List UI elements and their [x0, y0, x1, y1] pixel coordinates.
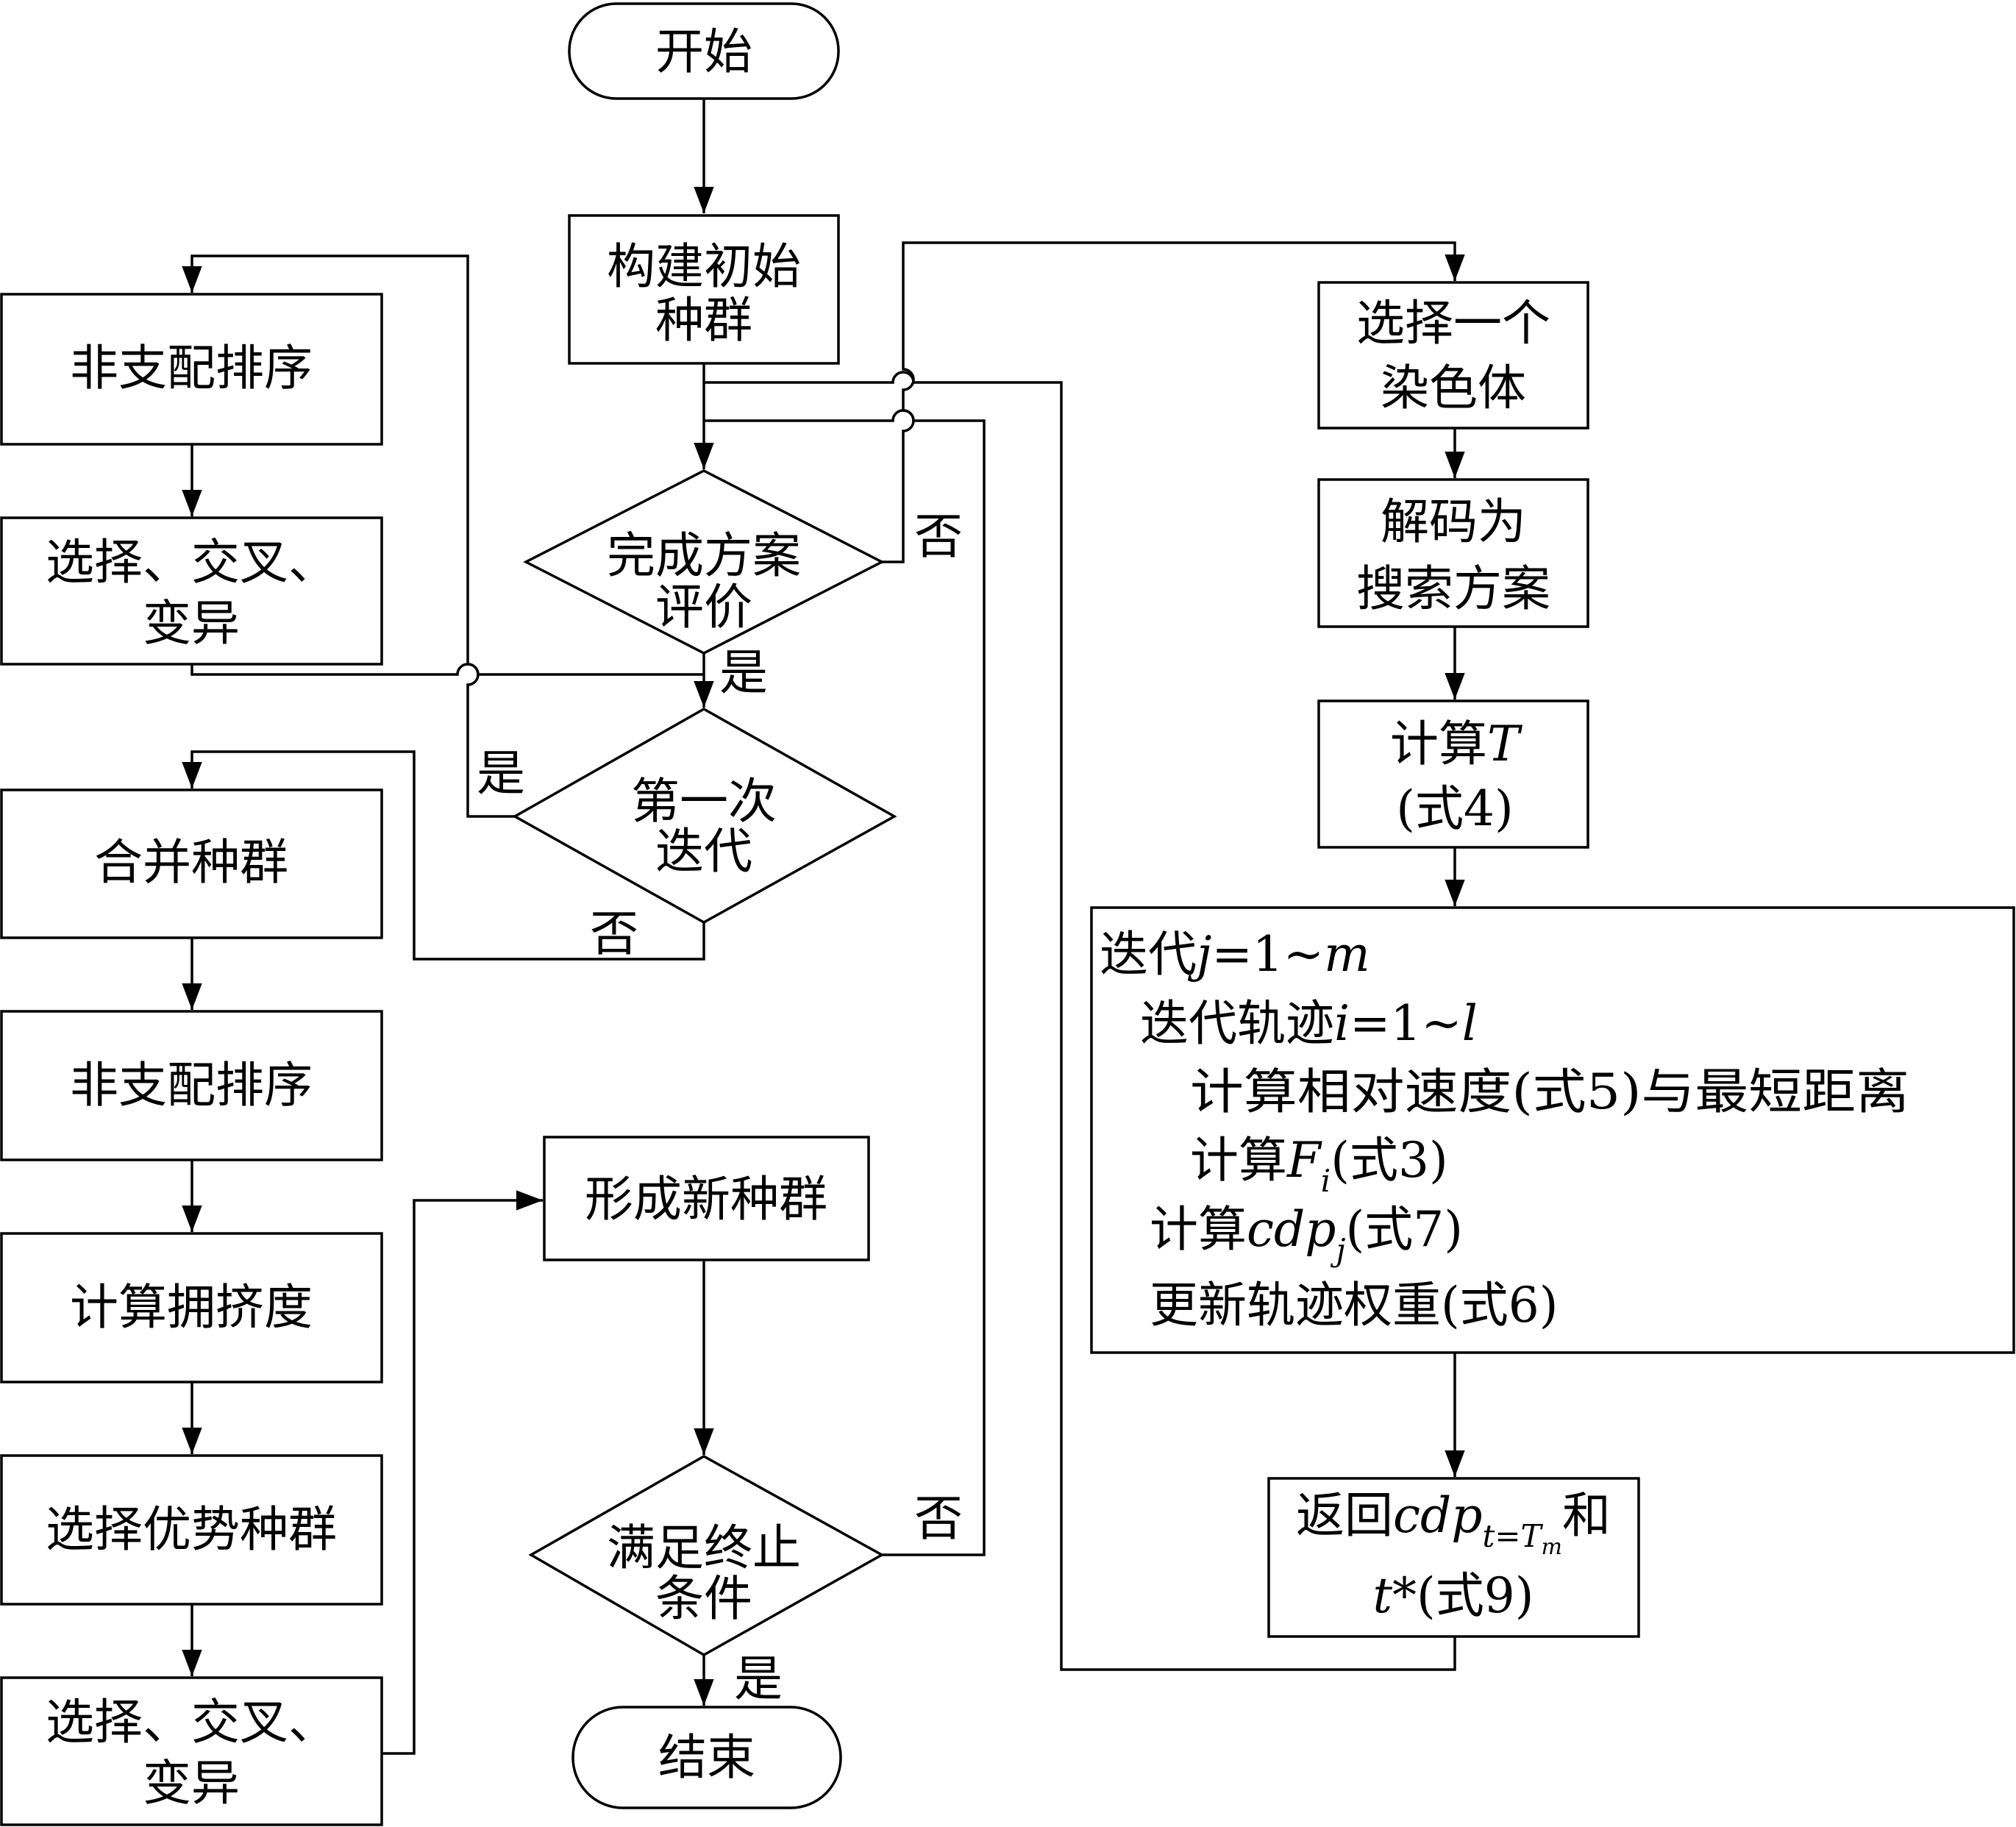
sort-1-node: 非支配排序 [0, 293, 383, 446]
edge-term-no-loop [704, 409, 986, 1556]
iter-l5-rest: (式7) [1346, 1201, 1464, 1258]
sort-2-node: 非支配排序 [0, 1010, 383, 1161]
start-label: 开始 [655, 24, 752, 80]
iter-line-6: 更新轨迹权重(式6) [1150, 1277, 1559, 1333]
first-iter-line1: 第一次 [631, 773, 777, 830]
return-subsub: m [1542, 1534, 1562, 1560]
ga-ops-1-line2: 变异 [143, 595, 240, 652]
ga-ops-2-line1: 选择、交叉、 [46, 1694, 337, 1751]
iter-l5-prefix: 计算 [1150, 1201, 1247, 1258]
merge-pop-label: 合并种群 [94, 834, 288, 891]
edge-labels: 否 是 是 否 否 是 [477, 508, 963, 1707]
select-dominant-label: 选择优势种群 [46, 1501, 337, 1558]
term-no-label: 否 [914, 1490, 963, 1547]
select-chromosome-node: 选择一个 染色体 [1317, 281, 1589, 430]
return-var: cdp [1393, 1487, 1482, 1544]
start-node: 开始 [568, 2, 840, 100]
edge-eval-no [882, 241, 1465, 563]
decode-node: 解码为 搜索方案 [1317, 478, 1589, 628]
new-pop-label: 形成新种群 [585, 1171, 827, 1228]
return-sub: t=T [1482, 1518, 1543, 1554]
eval-no-label: 否 [914, 508, 963, 565]
iter-line-3: 计算相对速度(式5)与最短距离 [1190, 1064, 1909, 1120]
iter-l1-rest: =1~ [1211, 926, 1324, 983]
sort-1-label: 非支配排序 [70, 340, 313, 396]
first-yes-label: 是 [477, 745, 525, 802]
calc-T-node: 计算T (式4) [1317, 699, 1589, 849]
edge-ga1-to-main [190, 663, 704, 676]
calc-T-line1: 计算T [1390, 716, 1523, 772]
select-chromosome-line1: 选择一个 [1356, 295, 1550, 352]
end-node: 结束 [571, 1706, 842, 1809]
iter-l4-var: F [1286, 1132, 1322, 1189]
iter-line-2: 迭代轨迹i=1~l [1140, 995, 1478, 1052]
decode-line1: 解码为 [1381, 494, 1526, 550]
iter-l4-sub: i [1321, 1163, 1331, 1199]
init-pop-node: 构建初始 种群 [568, 214, 840, 365]
init-pop-line2: 种群 [655, 292, 752, 349]
termination-decision: 满足终止 条件 [528, 1454, 885, 1657]
iteration-block: 迭代j=1~m 迭代轨迹i=1~l 计算相对速度(式5)与最短距离 计算Fi(式… [1090, 906, 2015, 1354]
term-line2: 条件 [655, 1570, 752, 1627]
iter-l4-rest: (式3) [1331, 1132, 1448, 1189]
iter-l5-var: cdp [1247, 1201, 1336, 1258]
eval-line1: 完成方案 [607, 527, 801, 584]
ga-ops-2-node: 选择、交叉、 变异 [0, 1676, 383, 1826]
eval-yes-label: 是 [719, 644, 768, 701]
eval-line2: 评价 [655, 579, 752, 635]
iter-line-1: 迭代j=1~m [1100, 926, 1370, 983]
return-suffix: 和 [1562, 1487, 1611, 1544]
return-line2: t*(式9) [1372, 1567, 1534, 1624]
return-l2-rest: (式9) [1417, 1567, 1534, 1624]
iter-l4-prefix: 计算 [1190, 1132, 1287, 1189]
eval-decision: 完成方案 评价 [523, 469, 885, 655]
ga-ops-1-node: 选择、交叉、 变异 [0, 516, 383, 666]
decode-line2: 搜索方案 [1356, 560, 1550, 617]
iter-l2-end: l [1462, 995, 1478, 1052]
edges [182, 99, 1465, 1755]
return-line1: 返回cdpt=Tm和 [1296, 1487, 1611, 1560]
edge-init-to-right-chain [704, 371, 1456, 1671]
ga-ops-2-line2: 变异 [143, 1755, 240, 1812]
term-yes-label: 是 [734, 1650, 783, 1707]
crowding-node: 计算拥挤度 [0, 1232, 383, 1383]
ga-ops-1-line1: 选择、交叉、 [46, 534, 337, 591]
iter-line-4: 计算Fi(式3) [1190, 1132, 1448, 1199]
iter-l2-var: i [1334, 995, 1350, 1052]
return-node: 返回cdpt=Tm和 t*(式9) [1267, 1477, 1640, 1638]
first-iter-line2: 迭代 [655, 823, 752, 880]
iter-l1-prefix: 迭代 [1100, 926, 1197, 983]
sort-2-label: 非支配排序 [70, 1057, 313, 1114]
iter-line-5: 计算cdpj(式7) [1150, 1201, 1463, 1268]
edge-ga2-to-newpop [382, 1190, 543, 1755]
return-prefix: 返回 [1296, 1487, 1393, 1544]
edge-first-no [182, 750, 705, 961]
end-label: 结束 [658, 1729, 755, 1786]
iter-l2-prefix: 迭代轨迹 [1140, 995, 1334, 1052]
calc-T-var: T [1487, 716, 1523, 772]
iter-l1-end: m [1324, 926, 1370, 983]
calc-T-prefix: 计算 [1390, 716, 1487, 772]
select-chromosome-line2: 染色体 [1381, 360, 1526, 416]
first-iter-decision: 第一次 迭代 [512, 707, 897, 925]
new-pop-node: 形成新种群 [543, 1136, 870, 1261]
select-dominant-node: 选择优势种群 [0, 1454, 383, 1606]
term-line1: 满足终止 [607, 1520, 801, 1576]
iter-l2-rest: =1~ [1350, 995, 1462, 1052]
calc-T-formula: (式4) [1396, 780, 1514, 837]
merge-pop-node: 合并种群 [0, 788, 383, 939]
init-pop-line1: 构建初始 [607, 238, 801, 295]
first-no-label: 否 [590, 905, 638, 962]
return-l2-var: t* [1372, 1567, 1417, 1624]
crowding-label: 计算拥挤度 [70, 1279, 313, 1336]
